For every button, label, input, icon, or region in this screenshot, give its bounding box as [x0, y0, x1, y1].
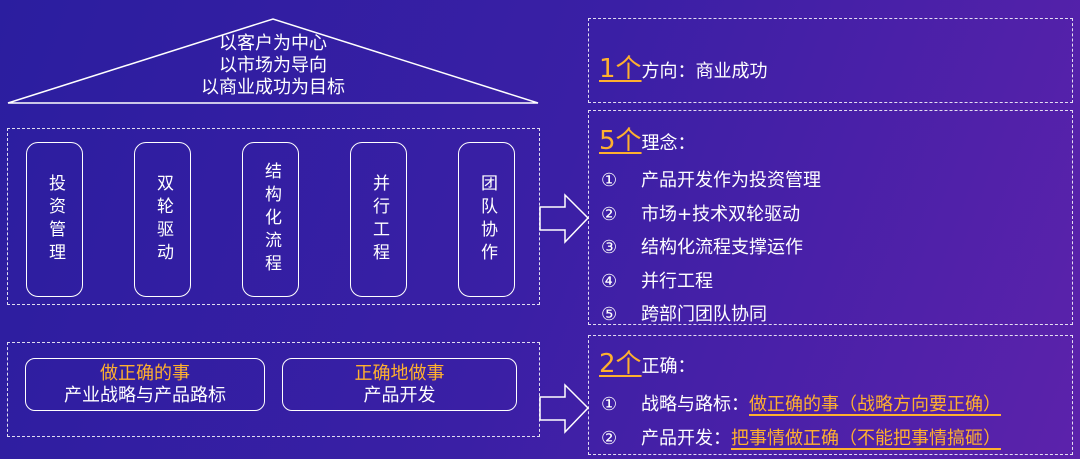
correctness-count: 2个 [599, 349, 642, 379]
concepts-count: 5个 [599, 126, 642, 156]
item-text: 产品开发作为投资管理 [641, 170, 821, 191]
foundation-title: 做正确的事 [100, 362, 190, 384]
pillar-label: 投资管理 [45, 173, 65, 266]
direction-header: 1个方向：商业成功 [599, 54, 768, 84]
list-item: ① 战略与路标：做正确的事（战略方向要正确） [601, 388, 1001, 422]
correctness-header: 2个正确： [599, 349, 696, 379]
pillar-label: 团队协作 [477, 173, 497, 266]
item-number: ② [601, 428, 618, 449]
pillar-structured-process: 结构化流程 [242, 142, 299, 297]
item-number: ② [601, 203, 618, 225]
item-number: ① [601, 394, 618, 415]
roof-line-market: 以市场为导向 [219, 55, 327, 76]
foundation-title: 正确地做事 [354, 362, 445, 384]
correctness-box: 2个正确： ① 战略与路标：做正确的事（战略方向要正确） ② 产品开发：把事情做正确… [588, 335, 1073, 455]
correctness-list: ① 战略与路标：做正确的事（战略方向要正确） ② 产品开发：把事情做正确（不能把事情… [601, 388, 1001, 456]
direction-count: 1个 [599, 54, 642, 84]
foundation-subtitle: 产品开发 [363, 384, 436, 406]
list-item: ⑤ 跨部门团队协同 [601, 298, 821, 332]
arrow-right-icon [539, 193, 590, 244]
pillar-label: 并行工程 [369, 173, 389, 266]
list-item: ① 产品开发作为投资管理 [601, 164, 821, 198]
item-number: ① [601, 170, 618, 191]
direction-label: 方向：商业成功 [641, 61, 768, 82]
arrow-right-icon [539, 383, 590, 434]
item-text: 并行工程 [641, 270, 713, 292]
item-highlight: 把事情做正确（不能把事情搞砸） [731, 428, 1001, 449]
list-item: ③ 结构化流程支撑运作 [601, 231, 821, 265]
item-number: ⑤ [601, 304, 618, 325]
pillar-label: 结构化流程 [261, 162, 281, 277]
roof-line-business: 以商业成功为目标 [201, 77, 345, 98]
list-item: ② 市场+技术双轮驱动 [601, 198, 821, 232]
foundation-frame [7, 342, 540, 437]
foundation-subtitle: 产业战略与产品路标 [64, 384, 226, 406]
item-text: 跨部门团队协同 [641, 304, 767, 325]
item-highlight: 做正确的事（战略方向要正确） [749, 394, 1001, 415]
concepts-header: 5个理念： [599, 126, 696, 156]
list-item: ② 产品开发：把事情做正确（不能把事情搞砸） [601, 422, 1001, 456]
roof-triangle [7, 18, 539, 104]
direction-box: 1个方向：商业成功 [588, 18, 1073, 103]
pillar-label: 双轮驱动 [153, 173, 173, 266]
pillars-row: 投资管理 双轮驱动 结构化流程 并行工程 团队协作 [26, 142, 515, 297]
item-label: 产品开发： [641, 428, 731, 449]
item-text: 结构化流程支撑运作 [641, 237, 803, 258]
item-text: 市场+技术双轮驱动 [641, 203, 801, 225]
list-item: ④ 并行工程 [601, 265, 821, 299]
foundation-do-things-right: 正确地做事 产品开发 [282, 358, 517, 411]
item-label: 战略与路标： [641, 394, 749, 415]
concepts-label: 理念： [641, 133, 696, 154]
item-number: ③ [601, 237, 618, 258]
roof-text: 以客户为中心 以市场为导向 以商业成功为目标 [0, 33, 546, 99]
pillar-parallel-engineering: 并行工程 [350, 142, 407, 297]
roof-line-customer: 以客户为中心 [219, 33, 327, 54]
pillar-investment: 投资管理 [26, 142, 83, 297]
correctness-label: 正确： [641, 356, 696, 377]
item-number: ④ [601, 270, 618, 292]
pillar-dual-drive: 双轮驱动 [134, 142, 191, 297]
pillar-teamwork: 团队协作 [458, 142, 515, 297]
foundation-do-right-things: 做正确的事 产业战略与产品路标 [25, 358, 265, 411]
